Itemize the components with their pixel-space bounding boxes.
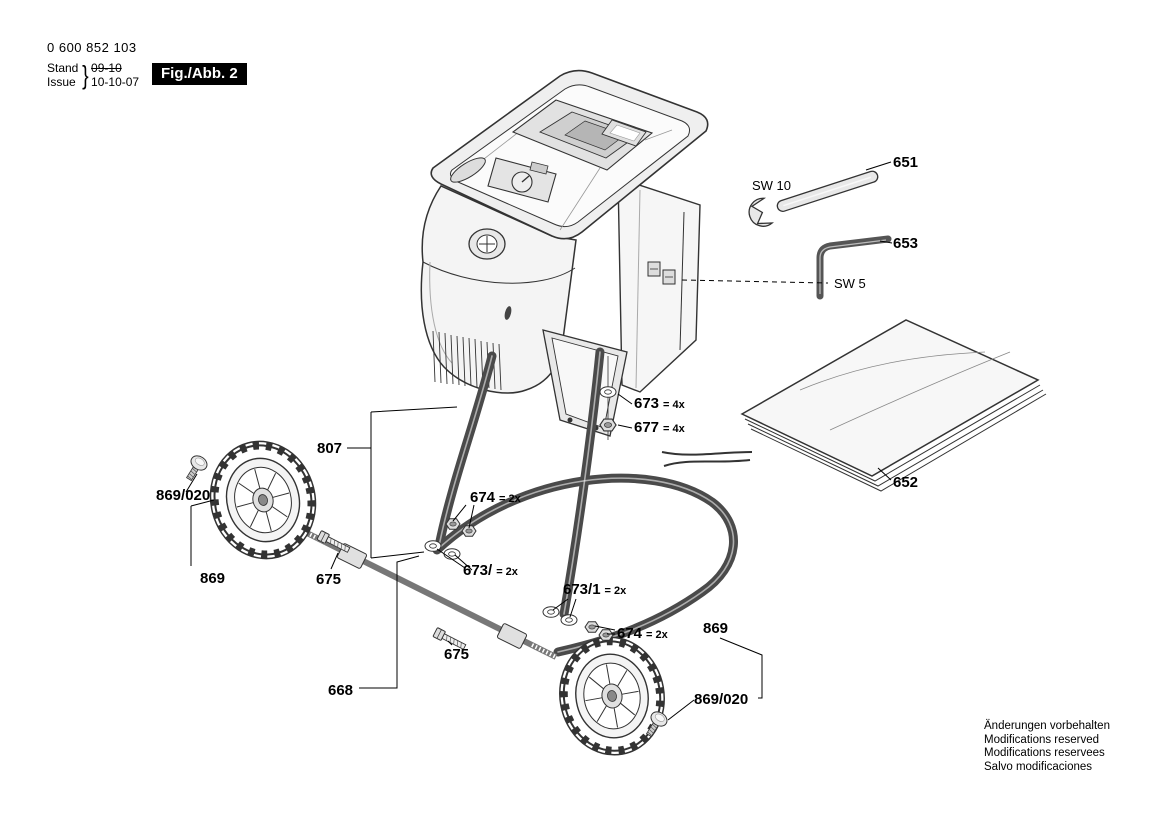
footer-line-fr: Modifications reservees bbox=[984, 747, 1105, 759]
shredder-machine bbox=[420, 69, 709, 437]
chute-nut-677 bbox=[599, 418, 617, 432]
bracket-lines bbox=[190, 406, 763, 699]
leader-lines bbox=[185, 161, 893, 721]
motor-body bbox=[420, 185, 577, 394]
callout-668: 668 bbox=[328, 682, 354, 699]
callout-869-020-right: 869/020 bbox=[694, 691, 749, 708]
issue-label: Issue bbox=[47, 75, 76, 89]
part-number: 0 600 852 103 bbox=[47, 40, 137, 55]
collection-bag bbox=[661, 319, 1047, 492]
discharge-chute bbox=[542, 329, 628, 437]
hopper-handle-slot bbox=[450, 157, 486, 183]
title-block: 0 600 852 103 Stand Issue } 09-10 10-10-… bbox=[47, 40, 139, 89]
footer-line-en: Modifications reserved bbox=[984, 733, 1100, 746]
rear-housing bbox=[617, 177, 701, 393]
axle-sleeve-right bbox=[496, 623, 528, 649]
callout-673: 673 = 4x bbox=[634, 395, 685, 412]
frame-tubes bbox=[432, 347, 738, 657]
stand-issue-block: Stand Issue } 09-10 10-10-07 bbox=[47, 61, 139, 89]
callout-673-slash: 673/ = 2x bbox=[463, 562, 518, 579]
callout-869-020-left: 869/020 bbox=[156, 487, 211, 504]
callout-673-1: 673/1 = 2x bbox=[563, 581, 627, 598]
open-end-wrench bbox=[748, 170, 879, 227]
callout-651: 651 bbox=[893, 154, 919, 171]
callout-677: 677 = 4x bbox=[634, 419, 685, 436]
latch-screws bbox=[647, 261, 676, 285]
control-panel bbox=[487, 157, 557, 203]
issue-date: 10-10-07 bbox=[91, 75, 140, 89]
frame-bolt-upper bbox=[316, 530, 352, 555]
callout-674-upper: 674 = 2x bbox=[470, 489, 521, 506]
reset-dial bbox=[468, 228, 506, 260]
hopper bbox=[430, 69, 709, 240]
stand-label: Stand bbox=[47, 61, 79, 75]
callout-sw5: SW 5 bbox=[834, 276, 866, 291]
callout-674-lower: 674 = 2x bbox=[617, 625, 668, 642]
callout-652: 652 bbox=[893, 474, 919, 491]
footer-notices: Änderungen vorbehalten Modifications res… bbox=[984, 720, 1110, 774]
feed-opening bbox=[511, 99, 654, 171]
wheel-left bbox=[198, 430, 329, 571]
tool-reference-dash-line bbox=[681, 279, 829, 284]
footer-line-de: Änderungen vorbehalten bbox=[984, 720, 1110, 732]
callout-869-right: 869 bbox=[703, 620, 729, 637]
superseded-date: 09-10 bbox=[91, 61, 122, 75]
figure-label: Fig./Abb. 2 bbox=[152, 63, 247, 85]
callout-675-upper: 675 bbox=[316, 571, 342, 588]
callout-869-left: 869 bbox=[200, 570, 226, 587]
callout-653: 653 bbox=[893, 235, 919, 252]
callout-675-lower: 675 bbox=[444, 646, 470, 663]
hubcap-screw-left bbox=[181, 452, 211, 485]
hopper-label-plate bbox=[601, 119, 647, 147]
hex-key bbox=[816, 235, 892, 300]
callout-807: 807 bbox=[317, 440, 343, 457]
footer-line-es: Salvo modificaciones bbox=[984, 760, 1093, 773]
callout-sw10: SW 10 bbox=[752, 178, 792, 193]
brace: } bbox=[82, 60, 89, 90]
